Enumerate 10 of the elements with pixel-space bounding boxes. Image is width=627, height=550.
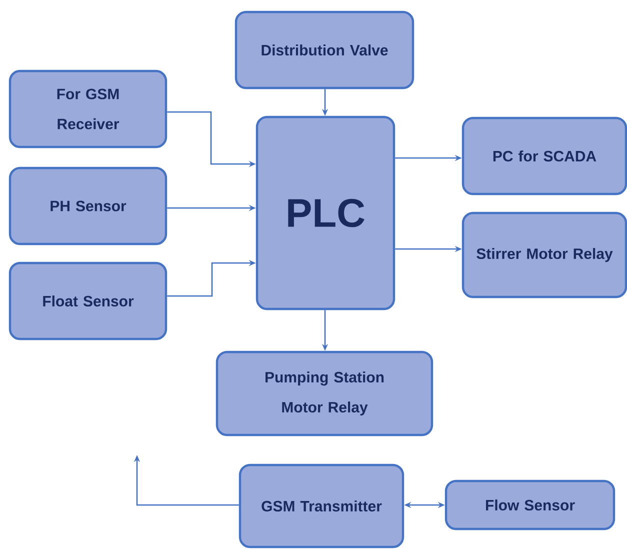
process-box: Stirrer Motor Relay xyxy=(462,212,627,298)
process-box: Distribution Valve xyxy=(234,10,414,90)
process-box: PLC xyxy=(256,116,396,310)
process-box: For GSM Receiver xyxy=(8,70,168,148)
process-box: GSM Transmitter xyxy=(238,464,404,548)
process-box: Float Sensor xyxy=(8,262,168,340)
process-box: Pumping Station Motor Relay xyxy=(216,350,434,436)
process-box: PH Sensor xyxy=(8,166,168,246)
process-box: PC for SCADA xyxy=(462,116,627,196)
process-box: Flow Sensor xyxy=(444,480,616,530)
